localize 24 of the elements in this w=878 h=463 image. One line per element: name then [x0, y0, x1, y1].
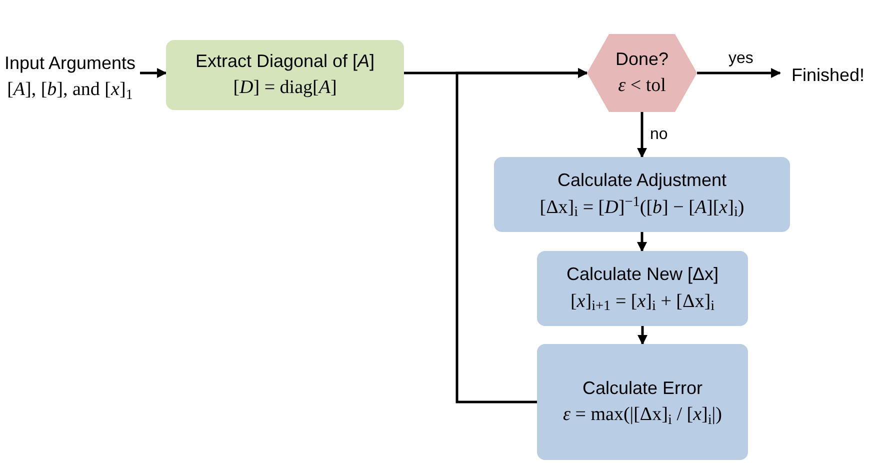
formula: ε < tol	[618, 74, 666, 98]
arrow	[637, 112, 647, 158]
node-title: Calculate Error	[582, 376, 703, 400]
arrow	[697, 68, 781, 78]
node-title: Finished!	[791, 64, 865, 86]
formula: [A], [b], and [x]$_{1}$	[7, 78, 133, 102]
process-box	[494, 157, 790, 232]
process-box	[537, 251, 748, 326]
node-title: Calculate Adjustment	[557, 169, 727, 192]
node-title: Calculate New [Δx]	[566, 263, 719, 286]
formula: [D] = diag[A]	[233, 76, 337, 100]
decision-hexagon	[587, 34, 697, 112]
arrow	[637, 232, 647, 252]
node-title: Done?	[615, 48, 669, 70]
formula: ε = max(|[Δx]$_{i}$ / [x]$_{i}$|)	[563, 403, 722, 428]
arrow	[140, 68, 167, 78]
process-box	[166, 40, 404, 110]
formula: [x]$_{i+1}$ = [x]$_{i}$ + [Δx]$_{i}$	[570, 290, 715, 314]
arrow	[638, 326, 648, 345]
process-box	[537, 344, 748, 460]
arrow	[456, 68, 588, 404]
node-title: Extract Diagonal of [A]	[195, 50, 375, 72]
node-title: Input Arguments	[4, 52, 136, 74]
formula: [Δx]$_{i}$ = [D]$^{−1}$([b] − [A][x]$_{i}$)	[540, 196, 744, 220]
